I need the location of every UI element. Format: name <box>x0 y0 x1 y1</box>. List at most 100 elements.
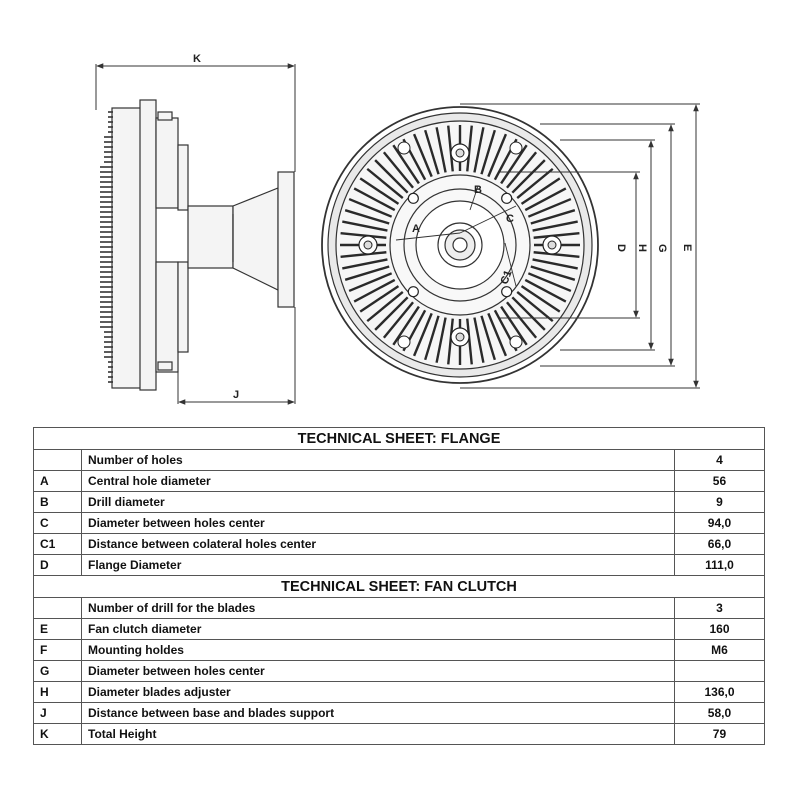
radial-fin <box>466 125 473 172</box>
radial-fin <box>340 232 387 239</box>
radial-fin <box>412 133 433 178</box>
dimension-k: K <box>95 53 296 172</box>
label-k: K <box>193 53 201 65</box>
radial-fin <box>340 251 387 258</box>
radial-fin <box>382 301 414 339</box>
label-a: A <box>412 223 420 235</box>
row-value: 79 <box>673 723 766 745</box>
row-description: Distance between base and blades support <box>81 702 675 724</box>
mounting-holes <box>407 192 513 298</box>
row-value: 94,0 <box>673 512 766 534</box>
row-code: E <box>33 618 82 640</box>
radial-fin <box>466 318 473 365</box>
label-g: G <box>656 244 668 253</box>
mounting-cone <box>232 187 279 291</box>
row-code <box>33 597 82 619</box>
blade-boss-hole <box>455 148 465 158</box>
row-description: Number of holes <box>81 449 675 471</box>
row-code: B <box>33 491 82 513</box>
radial-fin <box>344 265 390 281</box>
radial-fin <box>382 151 414 189</box>
row-code: K <box>33 723 82 745</box>
radial-fin <box>447 125 454 172</box>
clutch-disc <box>139 99 157 391</box>
row-description: Diameter blades adjuster <box>81 681 675 703</box>
table-row: H Diameter blades adjuster 136,0 <box>33 681 766 703</box>
radial-fin <box>480 129 496 175</box>
section-header-fan-clutch: TECHNICAL SHEET: FAN CLUTCH <box>33 575 765 598</box>
radial-fin <box>533 232 580 239</box>
radial-fin <box>524 187 567 212</box>
row-code <box>33 449 82 471</box>
radial-fin <box>447 318 454 365</box>
radial-fin <box>487 133 508 178</box>
radial-fin <box>516 167 554 199</box>
label-b: B <box>474 184 482 196</box>
radial-fin <box>530 265 576 281</box>
radial-fin <box>520 285 561 313</box>
radial-fin <box>487 312 508 357</box>
flange-hole <box>501 286 513 298</box>
internal-dimensions <box>395 185 517 287</box>
table-row: C Diameter between holes center 94,0 <box>33 512 766 534</box>
row-description: Diameter between holes center <box>81 512 675 534</box>
fan-hub-body <box>111 107 143 389</box>
section-header-flange: TECHNICAL SHEET: FLANGE <box>33 427 765 450</box>
radial-fin <box>342 258 388 270</box>
radial-fin <box>435 317 447 363</box>
row-value: 136,0 <box>673 681 766 703</box>
label-c: C <box>506 213 514 225</box>
row-value: M6 <box>673 639 766 661</box>
row-description: Fan clutch diameter <box>81 618 675 640</box>
flange-hole <box>407 286 419 298</box>
table-row: B Drill diameter 9 <box>33 491 766 513</box>
radial-fin <box>511 296 546 331</box>
radial-fin <box>424 129 440 175</box>
row-code: A <box>33 470 82 492</box>
row-code: H <box>33 681 82 703</box>
radial-fin <box>359 177 400 205</box>
row-code: G <box>33 660 82 682</box>
radial-fin <box>532 258 578 270</box>
row-description: Drill diameter <box>81 491 675 513</box>
row-code: C <box>33 512 82 534</box>
radial-fin <box>392 305 420 346</box>
row-description: Mounting holdes <box>81 639 675 661</box>
radial-fin <box>524 278 567 303</box>
shaft <box>187 205 234 269</box>
label-d: D <box>615 244 627 252</box>
blade-bosses <box>358 141 562 349</box>
table-row: D Flange Diameter 111,0 <box>33 554 766 576</box>
radial-fin <box>527 272 572 293</box>
table-row: J Distance between base and blades suppo… <box>33 702 766 724</box>
radial-fin <box>353 278 396 303</box>
section-title: TECHNICAL SHEET: FLANGE <box>33 427 765 450</box>
row-value: 58,0 <box>673 702 766 724</box>
radial-fin <box>366 291 404 323</box>
radial-fin <box>392 144 420 185</box>
label-e: E <box>681 244 693 251</box>
row-description: Number of drill for the blades <box>81 597 675 619</box>
row-code: D <box>33 554 82 576</box>
row-value: 4 <box>673 449 766 471</box>
row-value: 111,0 <box>673 554 766 576</box>
radial-fin <box>480 315 496 361</box>
row-code: C1 <box>33 533 82 555</box>
table-row: F Mounting holdes M6 <box>33 639 766 661</box>
rim-hole <box>509 335 523 349</box>
table-row: A Central hole diameter 56 <box>33 470 766 492</box>
radial-fin <box>500 305 528 346</box>
radial-fin <box>348 272 393 293</box>
radial-fin <box>412 312 433 357</box>
rim-hole <box>397 141 411 155</box>
table-row: Number of holes 4 <box>33 449 766 471</box>
radial-fin <box>374 296 409 331</box>
radial-fin <box>506 151 538 189</box>
row-value: 9 <box>673 491 766 513</box>
row-description: Distance between colateral holes center <box>81 533 675 555</box>
radial-fin <box>374 159 409 194</box>
blade-boss-hole <box>455 332 465 342</box>
radial-fin <box>527 197 572 218</box>
table-row: G Diameter between holes center <box>33 660 766 682</box>
row-value: 56 <box>673 470 766 492</box>
